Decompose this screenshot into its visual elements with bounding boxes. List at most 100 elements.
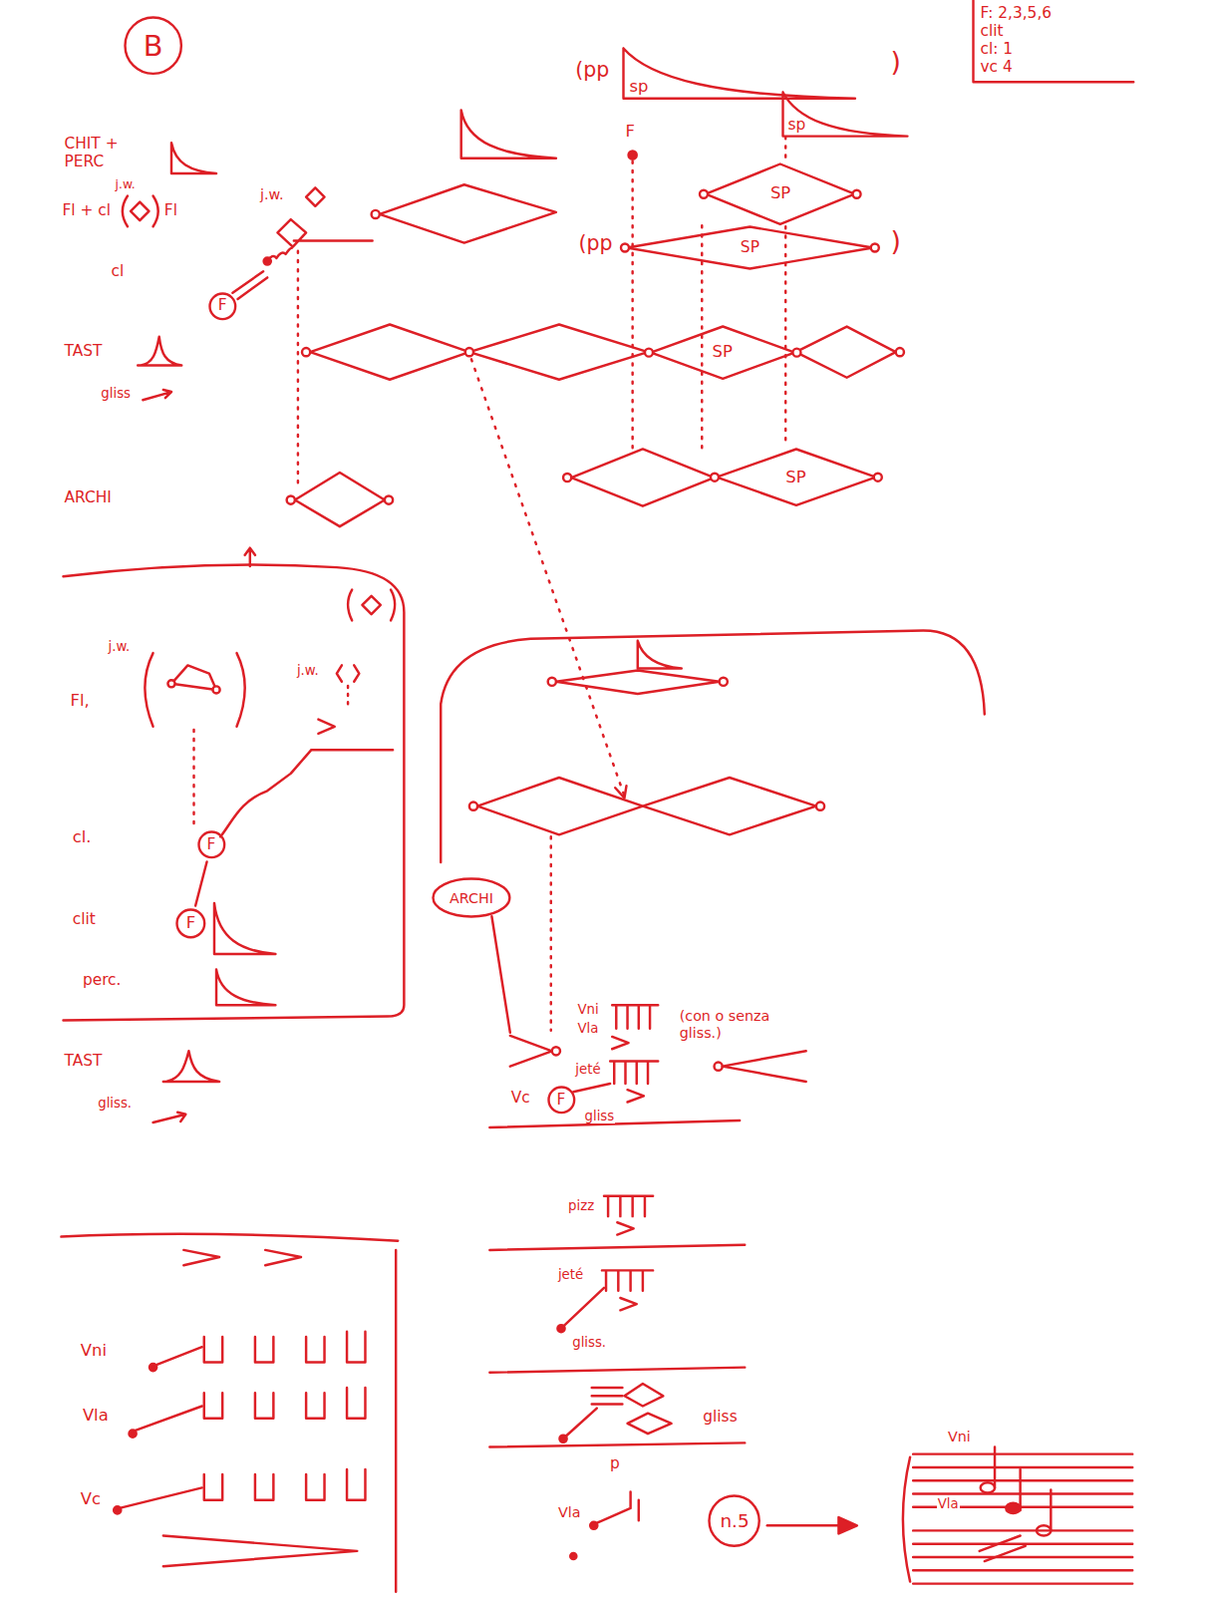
box-outline — [972, 0, 1134, 82]
sketch-stroke — [232, 271, 268, 300]
sketch-stroke — [297, 251, 300, 491]
sketch-stroke — [570, 1552, 577, 1559]
node-text: sp — [788, 116, 807, 135]
node-text-group: SP — [714, 447, 879, 507]
end-circle — [620, 244, 629, 253]
node-text: SP — [712, 342, 733, 362]
node-outline — [177, 909, 206, 938]
circle-outline — [209, 293, 236, 319]
sketch-stroke — [767, 1523, 840, 1526]
sketch-stroke — [616, 1221, 633, 1234]
node-text: F — [218, 297, 228, 315]
handwritten-label: Vni — [576, 1001, 600, 1017]
sketch-stroke — [346, 685, 349, 710]
sketch-stroke — [628, 150, 637, 159]
sketch-stroke — [896, 347, 905, 356]
end-circle — [644, 347, 653, 356]
node-text: F: 2,3,5,6 — [980, 4, 1053, 23]
node-outline — [972, 0, 1134, 82]
handwritten-label: Fl + cl — [60, 202, 112, 221]
sketch-stroke — [204, 1387, 366, 1419]
dynamic-diamond: SP — [703, 162, 858, 227]
sketch-stroke — [563, 1287, 604, 1327]
sketch-stroke — [637, 640, 682, 669]
envelope-shape: sp — [621, 46, 857, 100]
note-box: F: 2,3,5,6clitcl: 1vc 4 — [971, 0, 1136, 83]
sketch-stroke — [461, 110, 557, 159]
sketch-stroke — [573, 1083, 610, 1092]
sketch-stroke — [317, 719, 334, 734]
handwritten-label: CHIT + PERC — [63, 135, 146, 171]
sketch-stroke — [611, 1004, 658, 1029]
node-outline — [699, 163, 862, 224]
sketch-stroke — [784, 136, 787, 447]
handwritten-label: Vla — [576, 1020, 600, 1036]
handwritten-label: cl — [110, 263, 126, 282]
envelope-outline — [782, 92, 907, 137]
node-text: B — [143, 29, 164, 63]
sketch-stroke — [305, 187, 324, 206]
sketch-stroke — [122, 196, 159, 228]
circle-outline — [548, 1087, 575, 1114]
sketch-stroke — [214, 903, 276, 954]
node-text: SP — [770, 184, 791, 204]
node-outline — [124, 17, 181, 74]
sketch-stroke — [183, 1249, 302, 1265]
handwritten-label: gliss — [99, 385, 132, 401]
sketch-stroke — [302, 347, 310, 356]
sketch-stroke — [563, 473, 572, 482]
node-outline — [709, 1495, 760, 1545]
sketch-stroke — [550, 836, 553, 1030]
handwritten-label: F — [624, 122, 636, 142]
circle-outline — [177, 909, 206, 938]
node-text: SP — [740, 239, 760, 258]
sketch-stroke — [62, 564, 404, 1020]
sketch-stroke — [163, 1535, 357, 1567]
handwritten-label: Vc — [510, 1089, 532, 1108]
sketch-stroke — [912, 1529, 1133, 1583]
sketch-stroke — [719, 677, 728, 686]
diamond-outline — [626, 227, 874, 270]
circled-mark: B — [123, 15, 183, 75]
sketch-stroke — [440, 630, 985, 863]
handwritten-label: Vni — [946, 1428, 972, 1445]
sketch-stroke — [596, 1491, 639, 1523]
node-outline — [620, 227, 880, 270]
circled-mark: F — [208, 292, 238, 321]
node-outline — [782, 92, 907, 137]
node-outline — [621, 46, 857, 100]
sketch-stroke — [604, 1196, 653, 1216]
sketch-stroke — [371, 210, 380, 219]
sketch-stroke — [980, 1482, 995, 1493]
node-outline — [548, 1087, 575, 1114]
sketch-stroke — [384, 495, 393, 504]
sketch-stroke — [552, 1046, 561, 1055]
sketch-stroke — [137, 336, 182, 366]
sketch-stroke — [153, 1112, 187, 1123]
node-text-group: F — [175, 907, 207, 939]
node-text-group: F — [547, 1085, 577, 1115]
sketch-stroke — [171, 142, 217, 174]
sketch-stroke — [630, 161, 633, 450]
node-text: sp — [628, 77, 648, 97]
handwritten-label: TAST — [63, 342, 104, 361]
envelope-shape: sp — [781, 90, 909, 138]
sketch-stroke — [204, 1331, 366, 1363]
sketch-stroke — [471, 358, 625, 796]
node-text: F — [207, 836, 217, 855]
handwritten-label: pizz — [567, 1198, 596, 1213]
sketch-stroke — [1036, 1524, 1051, 1535]
handwritten-label: j.w. — [296, 662, 320, 678]
node-text-group: sp — [621, 46, 857, 100]
node-text: vc 4 — [980, 58, 1013, 77]
sketch-stroke — [465, 347, 474, 356]
circle-outline — [198, 832, 225, 859]
node-text-group: F: 2,3,5,6clitcl: 1vc 4 — [971, 0, 1136, 83]
sketch-stroke — [287, 495, 296, 504]
node-outline — [710, 449, 883, 506]
node-outline — [209, 293, 236, 319]
handwritten-label: ) — [890, 226, 903, 258]
sketch-stroke — [142, 389, 172, 400]
